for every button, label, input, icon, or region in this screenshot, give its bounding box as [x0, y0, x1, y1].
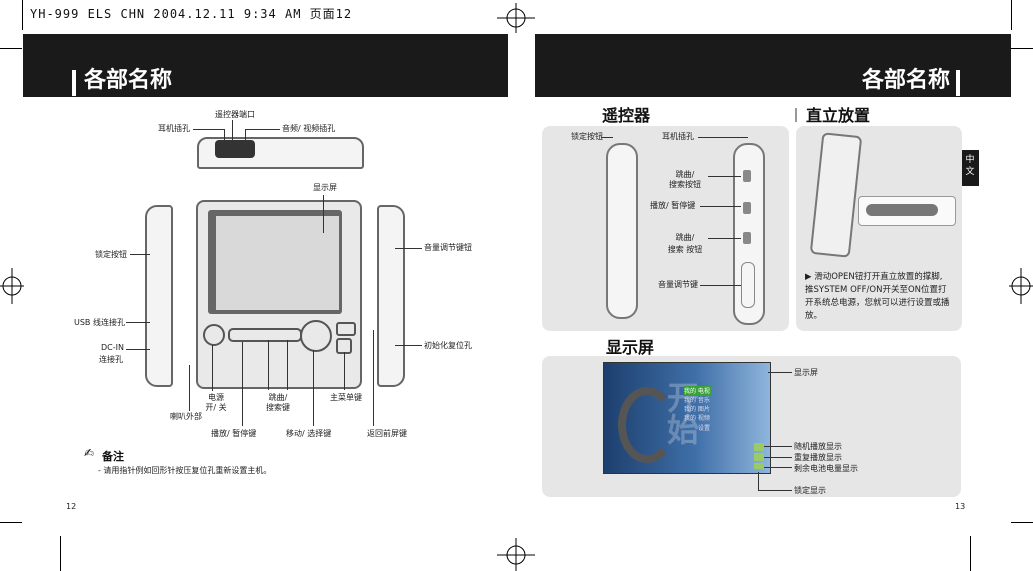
language-tab	[961, 150, 979, 186]
remote-label-lock: 锁定按钮	[571, 132, 603, 141]
skip-buttons	[228, 328, 302, 342]
display-label-repeat: 重复播放显示	[794, 453, 842, 462]
label-reset: 初始化复位孔	[424, 341, 472, 350]
crosshair-icon	[0, 268, 24, 304]
random-play-icon	[754, 443, 764, 451]
crop-mark	[1011, 0, 1012, 30]
title-accent	[956, 70, 960, 96]
label-display: 显示屏	[313, 183, 337, 192]
left-title-bar	[23, 34, 508, 97]
right-page-title: 各部名称	[862, 68, 951, 93]
label-volume: 音量调节键钮	[424, 243, 472, 252]
crop-mark	[0, 522, 22, 523]
crosshair-icon	[497, 3, 535, 33]
remote-label-skip-2b: 搜索 按钮	[667, 245, 703, 254]
left-page-number: 12	[66, 502, 77, 511]
label-remote-port: 遥控器端口	[215, 110, 255, 119]
label-dcin-2: 连接孔	[99, 355, 123, 364]
label-power-1: 电源	[208, 393, 224, 402]
label-usb-port: USB 线连接孔	[74, 318, 125, 327]
menu-highlight	[684, 386, 712, 396]
menu-button	[336, 322, 356, 336]
power-button	[203, 324, 225, 346]
stand-desc-2: 推SYSTEM OFF/ON开关至ON位置打	[805, 285, 947, 295]
display-screenshot: 开始 我的 电视 我的 音乐 我的 图片 我的 视频 设置	[603, 362, 771, 474]
crosshair-icon	[1009, 268, 1033, 304]
remote-label-skip-2a: 跳曲/	[675, 233, 695, 242]
remote-label-earphone: 耳机插孔	[662, 132, 694, 141]
label-main-menu: 主菜单键	[330, 393, 362, 402]
display-label-lock: 锁定显示	[794, 486, 826, 495]
remote-side-view	[606, 143, 638, 319]
label-power-2: 开/ 关	[205, 403, 227, 412]
device-screen	[216, 216, 339, 310]
remote-section-title: 遥控器	[602, 106, 651, 125]
crop-mark	[0, 48, 22, 49]
screen-menu-item: 我的 图片	[684, 406, 710, 413]
screen-menu-item: 我的 电视	[684, 388, 710, 395]
headphones-illustration	[618, 387, 676, 463]
label-skip-2: 搜索键	[266, 403, 290, 412]
right-page-number: 13	[955, 502, 966, 511]
label-av-jack: 音频/ 视频插孔	[282, 124, 336, 133]
label-move-select: 移动/ 选择键	[286, 429, 332, 438]
device-left-side	[145, 205, 173, 387]
note-title: 备注	[102, 450, 124, 463]
print-header: YH-999 ELS CHN 2004.12.11 9:34 AM 页面12	[30, 7, 353, 21]
display-label-battery: 剩余电池电量显示	[794, 464, 858, 473]
remote-label-play-pause: 播放/ 暂停键	[650, 201, 696, 210]
remote-label-skip-1a: 跳曲/	[675, 170, 695, 179]
stand-slider-illustration	[866, 204, 938, 216]
label-skip-1: 跳曲/	[268, 393, 288, 402]
battery-icon	[754, 463, 764, 469]
screen-menu-item: 设置	[698, 425, 711, 432]
screen-menu-item: 我的 视频	[684, 415, 710, 422]
remote-button	[743, 170, 751, 182]
label-dcin-1: DC-IN	[101, 343, 124, 352]
label-earphone-jack: 耳机插孔	[158, 124, 190, 133]
top-ports	[215, 140, 255, 158]
display-label-random: 随机播放显示	[794, 442, 842, 451]
crosshair-icon	[497, 538, 535, 571]
title-accent	[72, 70, 76, 96]
crop-mark	[22, 0, 23, 30]
crop-mark	[60, 536, 61, 571]
label-play-pause: 播放/ 暂停键	[211, 429, 257, 438]
label-back: 返回前屏键	[367, 429, 407, 438]
navigation-dial	[300, 320, 332, 352]
crop-mark	[1011, 522, 1033, 523]
language-tab-label: 中文	[965, 155, 975, 177]
remote-button	[743, 232, 751, 244]
device-right-side	[377, 205, 405, 387]
screen-menu-item: 我的 音乐	[684, 397, 710, 404]
remote-label-volume: 音量调节键	[658, 280, 698, 289]
repeat-play-icon	[754, 453, 764, 461]
stand-desc-4: 放。	[805, 311, 823, 321]
remote-button	[743, 202, 751, 214]
stand-title-accent	[795, 108, 797, 122]
label-speaker: 喇叭外部	[170, 412, 202, 421]
remote-volume-rocker	[741, 262, 755, 308]
left-page-title: 各部名称	[84, 68, 173, 93]
display-section-title: 显示屏	[606, 338, 655, 357]
stand-desc-1: ▶ 滑动OPEN钮打开直立放置的撑脚,	[805, 272, 943, 282]
label-lock-button: 锁定按钮	[95, 250, 127, 259]
remote-label-skip-1b: 搜索按钮	[669, 180, 701, 189]
note-icon: ✍	[84, 446, 95, 460]
stand-desc-3: 开系统总电源，您就可以进行设置或播	[805, 298, 950, 308]
note-text: - 请用指针例如回形针按压复位孔重新设置主机。	[98, 466, 272, 475]
crop-mark	[970, 536, 971, 571]
display-label-screen: 显示屏	[794, 368, 818, 377]
crop-mark	[1011, 48, 1033, 49]
stand-section-title: 直立放置	[806, 106, 871, 125]
right-title-bar	[535, 34, 1011, 97]
